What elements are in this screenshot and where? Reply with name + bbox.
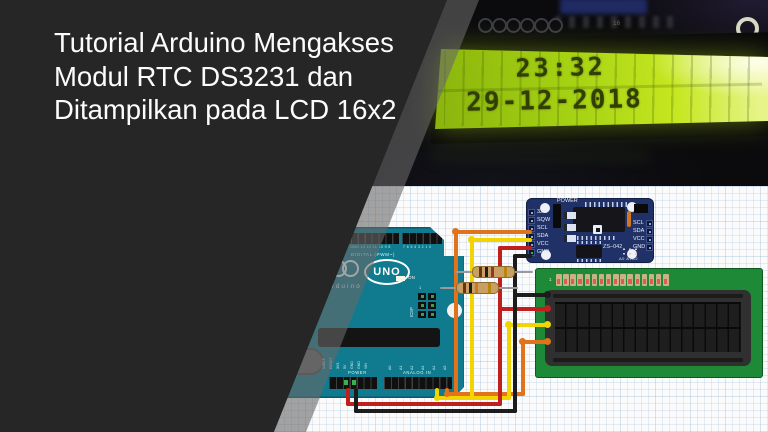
- lcd-photo: 16 23:32 29-12-2018: [370, 0, 768, 186]
- slide-title: Tutorial Arduino Mengakses Modul RTC DS3…: [54, 26, 434, 127]
- uno-label: UNO: [373, 266, 401, 278]
- rtc-hole-tr: [627, 202, 637, 212]
- photo-pin-holes: [478, 16, 628, 33]
- analog-pin-a0: A0: [388, 365, 392, 370]
- rtc-power-label: POWER: [557, 198, 578, 204]
- power-pin-gnd1: GND: [350, 361, 354, 369]
- rtc-pin-row-b2: [577, 259, 601, 262]
- rtc-jumper-block: [634, 204, 648, 213]
- analog-header: [384, 377, 452, 389]
- screen-cell-grid: [444, 51, 764, 126]
- wire-gnd-to-rtc: [513, 254, 532, 258]
- title-line-3: Ditampilkan pada LCD 16x2: [54, 94, 397, 125]
- wire-gnd-riser: [513, 254, 517, 413]
- rtc-rpin-scl: SCL: [633, 220, 644, 226]
- wire-gnd-stub: [354, 388, 358, 413]
- lcd-pin1-label: 1: [549, 277, 552, 282]
- rtc-rpin-vcc: VCC: [633, 236, 645, 242]
- wire-sda-to-lcd: [507, 323, 548, 327]
- wire-scl-riser: [454, 230, 458, 396]
- rtc-pin-sda: SDA: [537, 233, 549, 239]
- rtc-jumper-label: A0 A1A2: [619, 256, 639, 261]
- wire-sda-a4-stub: [435, 388, 439, 400]
- rtc-pad-square: [593, 225, 602, 234]
- wire-5v-bus: [346, 402, 502, 406]
- lcd-16x2-module: 1: [535, 268, 763, 378]
- wire-5v-to-lcd: [498, 307, 548, 311]
- analog-pin-a3: A3: [421, 365, 425, 370]
- screen-text: 23:32 29-12-2018: [435, 49, 768, 129]
- pin-gnd-contact: [352, 380, 356, 385]
- rtc-pin-row-top: [585, 202, 627, 207]
- rtc-smd-3: [564, 235, 576, 242]
- lcd-date-text: 29-12-2018: [465, 84, 644, 118]
- rtc-pin-scl: SCL: [537, 225, 548, 231]
- atmega-chip: [318, 328, 440, 347]
- icsp-label: ICSP: [409, 307, 414, 317]
- rtc-rpin-sda: SDA: [633, 228, 645, 234]
- title-line-1: Tutorial Arduino Mengakses: [54, 27, 394, 58]
- photo-pin16-label: 16: [613, 20, 621, 27]
- wire-scl-to-lcd: [521, 340, 548, 344]
- icsp-pin1-label: 1: [419, 285, 422, 290]
- power-pin-vin: VIN: [364, 363, 368, 369]
- lcd-time-text: 23:32: [515, 51, 607, 83]
- rtc-hole-tl: [540, 203, 550, 213]
- wire-gnd-bus: [354, 409, 517, 413]
- digital-pin-numbers-right: 7 6 5 4 3 2 1 0: [403, 245, 432, 249]
- photo-green-screen: 23:32 29-12-2018: [435, 49, 768, 129]
- wire-5v-to-rtc: [498, 246, 532, 250]
- rtc-ds3231-module: POWER ZS–042 A0 A1A2 32K SQW SCL SDA VCC…: [526, 198, 654, 263]
- rtc-rpin-gnd: GND: [633, 244, 646, 250]
- analog-pin-a1: A1: [399, 365, 403, 370]
- power-pin-gnd2: GND: [357, 361, 361, 369]
- photo-bottom-reflection: [430, 150, 650, 162]
- on-label: ON: [408, 275, 415, 280]
- pin-5v-contact: [344, 380, 348, 385]
- resistor-pullup-1: [455, 265, 533, 279]
- rtc-pin-gnd: GND: [537, 249, 550, 255]
- rtc-smd-1: [564, 212, 576, 219]
- power-led: [396, 276, 405, 281]
- analog-pin-a4: A4: [432, 365, 436, 370]
- title-line-2: Modul RTC DS3231 dan: [54, 60, 354, 92]
- power-section-label: POWER: [348, 370, 367, 375]
- rtc-model-label: ZS–042: [603, 244, 623, 250]
- resistor-pullup-2: [440, 281, 518, 295]
- wire-5v-stub: [346, 388, 350, 406]
- rtc-crystal: [627, 211, 631, 227]
- wire-scl-to-rtc: [454, 230, 532, 234]
- photo-blue-component: [560, 0, 647, 14]
- lcd-bezel: [545, 290, 751, 366]
- rtc-battery-clip: [553, 204, 561, 228]
- power-pin-5v: 5V: [343, 364, 347, 369]
- rtc-pin-vcc: VCC: [537, 241, 549, 247]
- analog-pin-a2: A2: [410, 365, 414, 370]
- rtc-pin-sqw: SQW: [537, 217, 551, 223]
- wire-scl-lcd-riser: [521, 340, 525, 396]
- wire-gnd-to-lcd: [513, 293, 548, 297]
- wire-sda-lcd-riser: [507, 323, 511, 400]
- digital-header-right: [402, 233, 442, 244]
- wire-sda-to-rtc: [470, 238, 532, 242]
- rtc-pin-32k: 32K: [537, 209, 547, 215]
- analog-section-label: ANALOG IN: [403, 370, 432, 375]
- lcd-pin-pads: [556, 274, 670, 286]
- rtc-eeprom-ic: [576, 245, 602, 258]
- wire-scl-bus: [445, 392, 525, 396]
- lcd-display-area: [555, 302, 741, 352]
- analog-pin-a5: A5: [443, 365, 447, 370]
- photo-screen-glow: 23:32 29-12-2018: [370, 0, 768, 186]
- rtc-pin-row-mid: [577, 236, 617, 240]
- wire-sda-riser: [470, 238, 474, 400]
- icsp-header: [418, 293, 438, 320]
- rtc-smd-2: [564, 224, 576, 231]
- wire-5v-riser: [498, 246, 502, 406]
- rtc-hole-bl: [541, 250, 551, 260]
- rtc-pin-row-b1: [577, 241, 601, 244]
- rtc-jumper-dots: [621, 247, 639, 256]
- photo-header-smudge: [555, 16, 675, 28]
